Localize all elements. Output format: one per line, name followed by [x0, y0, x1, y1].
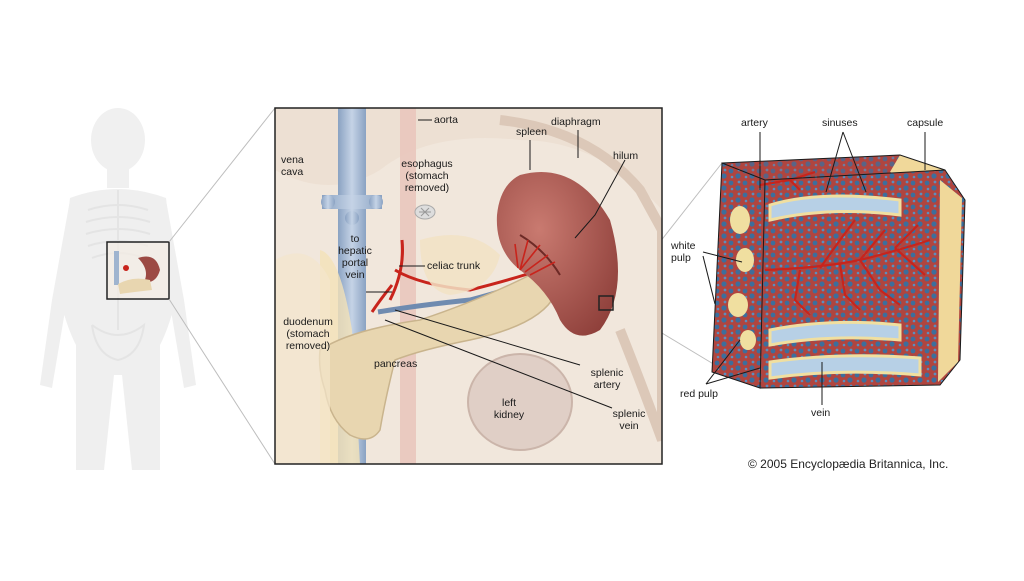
label-left-kidney: left kidney [493, 397, 525, 421]
aorta [400, 108, 416, 464]
label-capsule: capsule [907, 117, 944, 129]
detail-panel-frame [274, 107, 663, 465]
label-artery: artery [741, 117, 768, 129]
left-kidney [467, 353, 573, 451]
label-aorta: aorta [434, 114, 458, 126]
hepatic-vein-branches [321, 195, 383, 225]
label-vena-cava: vena cava [281, 154, 304, 178]
label-splenic-vein: splenic vein [612, 408, 646, 432]
label-diaphragm: diaphragm [551, 116, 601, 128]
label-duodenum: duodenum (stomach removed) [283, 316, 333, 352]
label-vein: vein [811, 407, 831, 419]
body-inset-box [106, 241, 170, 300]
tissue-leader-lines [702, 131, 926, 405]
pancreas [318, 273, 556, 440]
label-pancreas: pancreas [374, 358, 418, 370]
label-to-hepatic-portal-vein: to hepatic portal vein [338, 233, 372, 281]
label-celiac-trunk: celiac trunk [427, 260, 481, 272]
splenic-tissue-block [711, 154, 966, 389]
leader-lines [366, 119, 626, 409]
esophagus [414, 204, 436, 220]
label-red-pulp: red pulp [680, 388, 718, 400]
abdominal-detail-panel [275, 108, 662, 464]
label-sinuses: sinuses [822, 117, 858, 129]
spleen [496, 172, 618, 336]
label-spleen: spleen [516, 126, 547, 138]
tissue-sample-box [598, 295, 614, 311]
copyright-notice: © 2005 Encyclopædia Britannica, Inc. [748, 457, 949, 471]
label-esophagus: esophagus (stomach removed) [401, 158, 453, 194]
label-white-pulp: white pulp [671, 240, 696, 264]
label-hilum: hilum [613, 150, 639, 162]
label-splenic-artery: splenic artery [590, 367, 624, 391]
white-pulp-nodules [728, 206, 756, 350]
arterial-branches [759, 170, 931, 316]
body-inset-organs [108, 243, 168, 298]
